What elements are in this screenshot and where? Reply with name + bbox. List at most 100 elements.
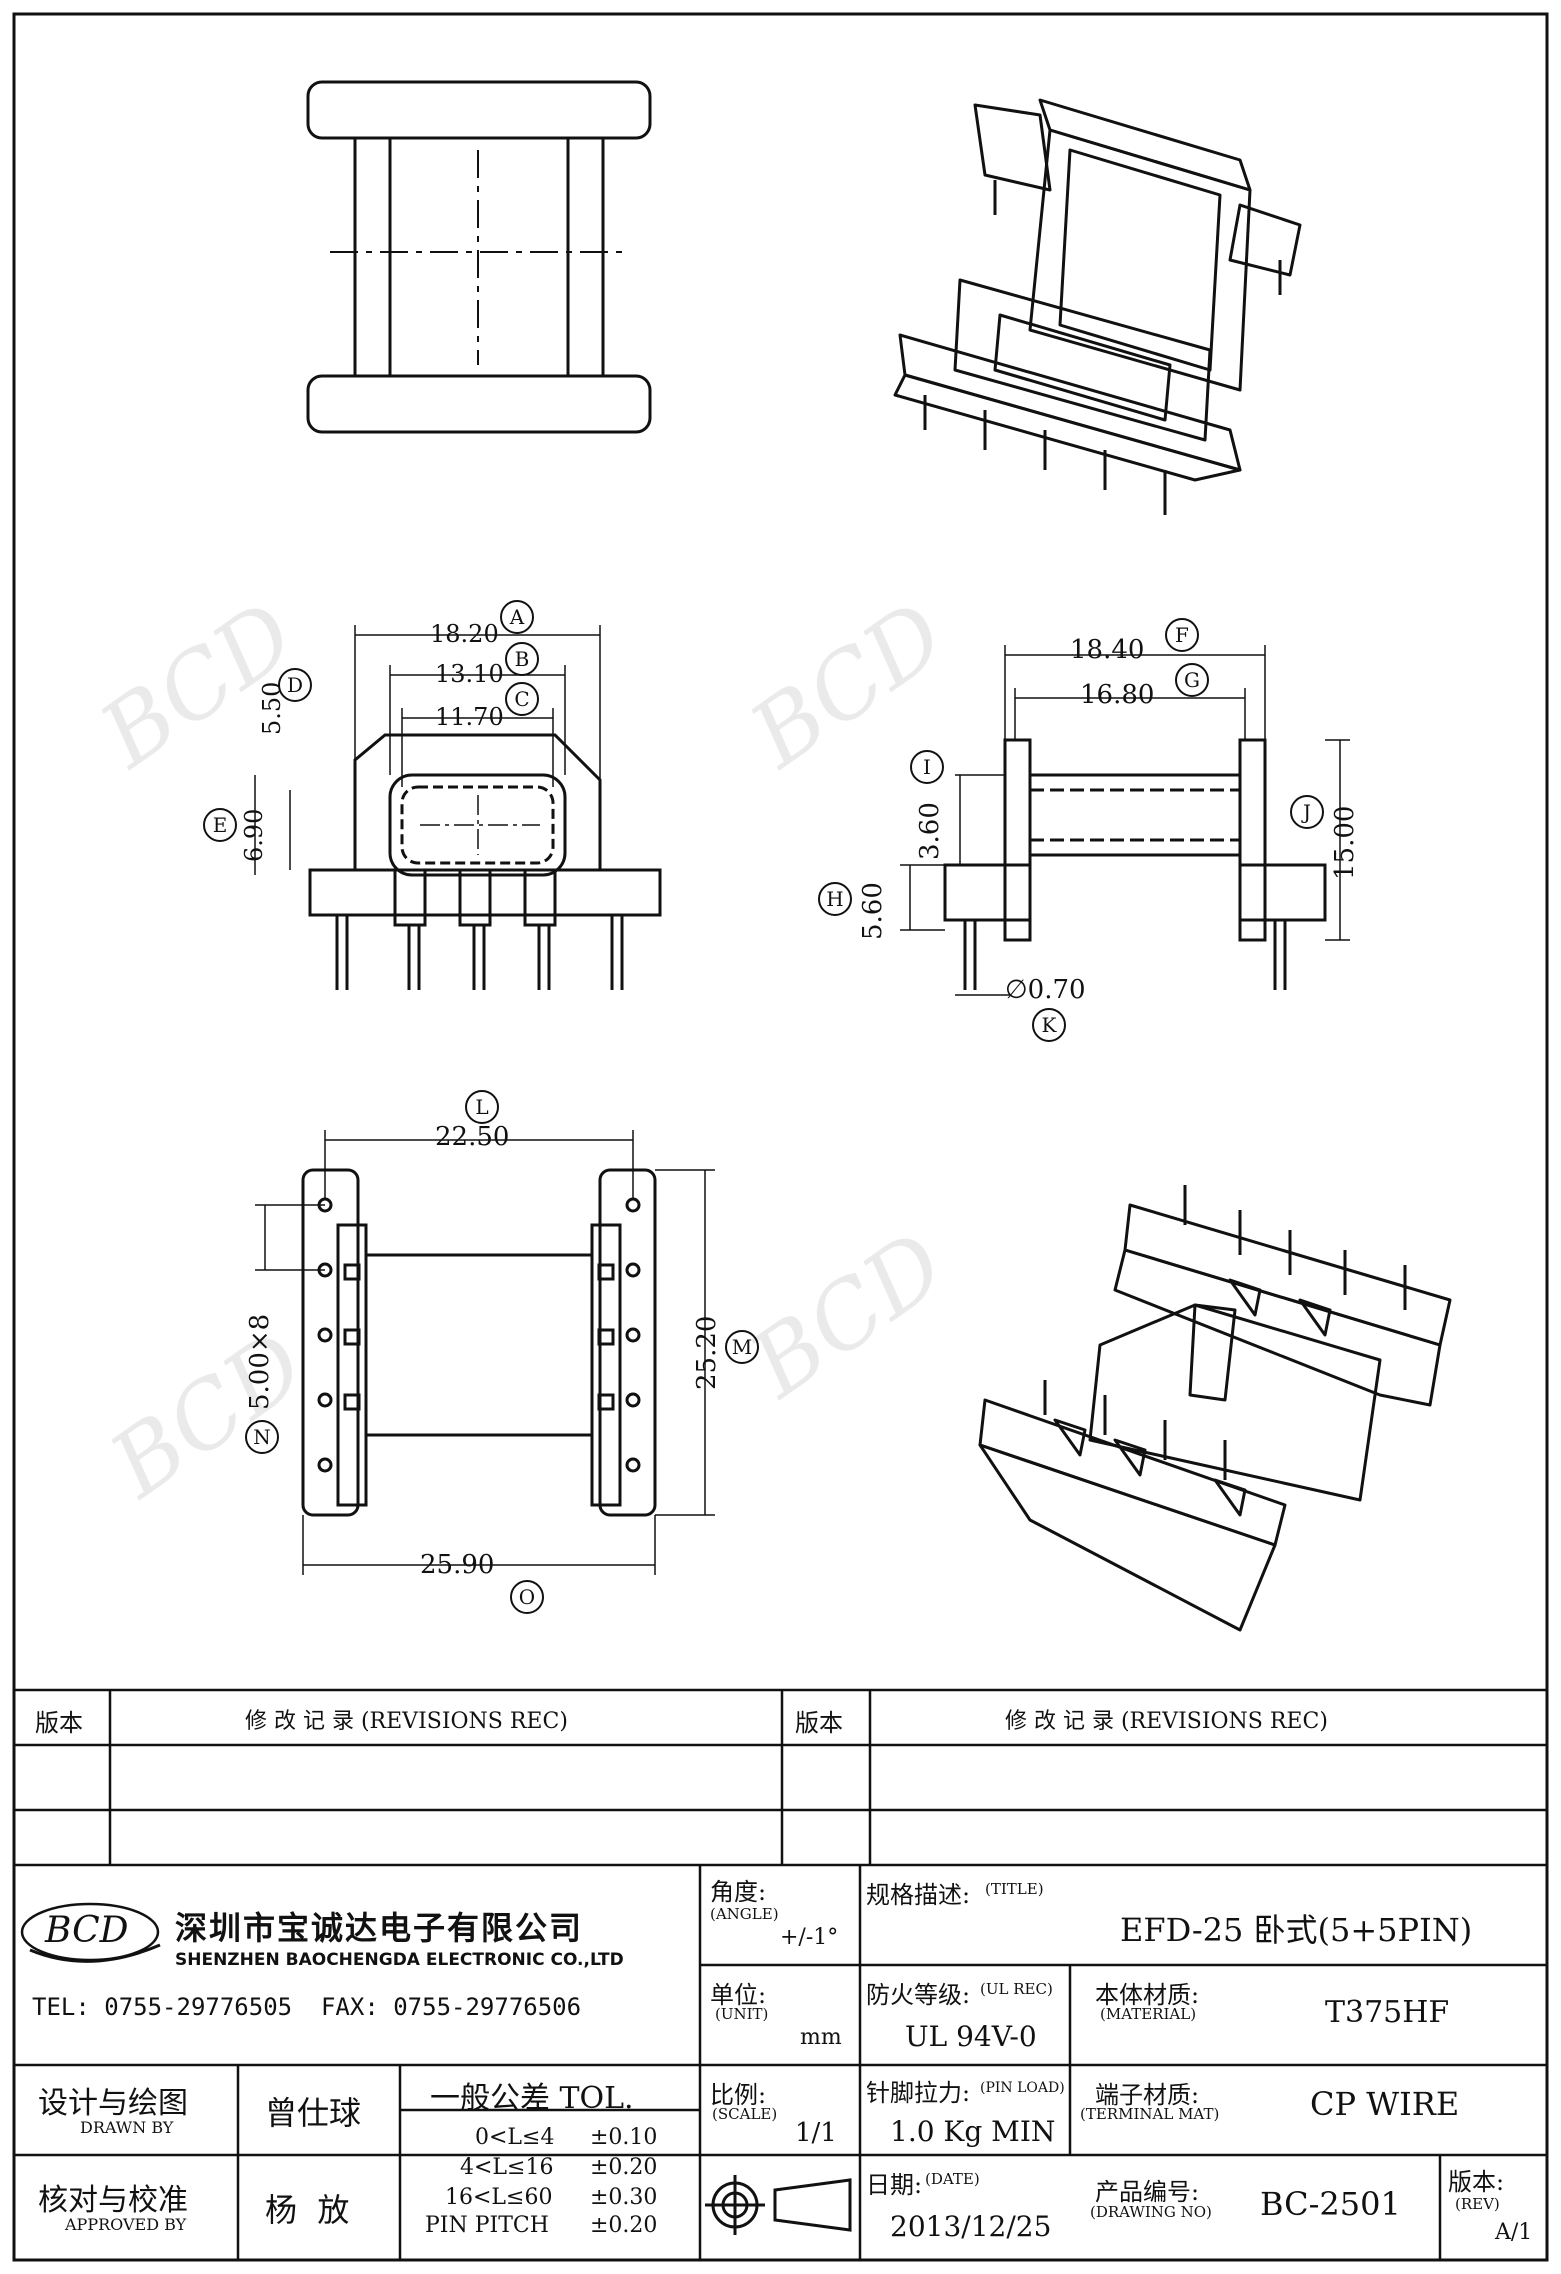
tol-value-1: ±0.20	[590, 2155, 658, 2180]
top-view	[306, 80, 652, 434]
side-view-dims	[900, 645, 1350, 996]
scale-label: 比例:	[710, 2081, 767, 2109]
bottom-view-dims	[255, 1130, 715, 1575]
designed-sub: DRAWN BY	[80, 2118, 174, 2137]
terminal-label: 端子材质:	[1095, 2081, 1200, 2109]
scale-sub: (SCALE)	[712, 2105, 778, 2123]
angle-sub: (ANGLE)	[710, 1905, 779, 1923]
tol-range-3: PIN PITCH	[425, 2213, 549, 2238]
rev-right-version-header: 版本	[795, 1709, 843, 1737]
dim-g-value: 16.80	[1080, 680, 1155, 710]
tol-value-2: ±0.30	[590, 2185, 658, 2210]
unit-sub: (UNIT)	[715, 2005, 769, 2023]
bottom-view	[301, 1168, 657, 1517]
dim-l-value: 22.50	[435, 1122, 510, 1152]
title-block-grid	[14, 1688, 1547, 2260]
approved-label: 核对与校准	[38, 2183, 188, 2218]
dim-e-value: 6.90	[240, 808, 268, 862]
dim-k-value: ∅0.70	[1005, 975, 1086, 1005]
title-label: 规格描述:	[866, 1881, 971, 1909]
approved-value: 杨 放	[265, 2191, 350, 2229]
company-logo	[20, 1902, 161, 1963]
scale-value: 1/1	[795, 2118, 837, 2148]
dim-i-value: 3.60	[915, 802, 945, 860]
material-label: 本体材质:	[1095, 1981, 1200, 2009]
front-view-dims	[254, 625, 601, 875]
company-name-en: SHENZHEN BAOCHENGDA ELECTRONIC CO.,LTD	[175, 1950, 624, 1970]
dim-f-value: 18.40	[1070, 635, 1145, 665]
dim-h-value: 5.60	[858, 882, 888, 940]
company-logo-text: BCD	[45, 1910, 129, 1951]
tol-range-0: 0<L≤4	[475, 2125, 555, 2150]
watermark: BCD BCD BCD BCD	[81, 582, 964, 1519]
dim-n-tag: N	[245, 1420, 279, 1454]
projection-symbol	[705, 2175, 852, 2235]
front-view	[308, 733, 662, 990]
dim-n-value: 5.00×8	[245, 1313, 275, 1410]
dim-j-value: 15.00	[1330, 805, 1360, 880]
dim-e-tag: E	[203, 808, 237, 842]
ul-value: UL 94V-0	[905, 2020, 1037, 2053]
dim-i-tag: I	[910, 750, 944, 784]
rev-value: A/1	[1495, 2220, 1533, 2245]
dim-b-tag: B	[505, 642, 539, 676]
dim-c-tag: C	[505, 682, 539, 716]
tol-range-2: 16<L≤60	[445, 2185, 553, 2210]
rev-right-record-header: 修 改 记 录 (REVISIONS REC)	[1005, 1709, 1328, 1734]
date-value: 2013/12/25	[890, 2210, 1052, 2243]
pinload-value: 1.0 Kg MIN	[890, 2115, 1056, 2148]
dim-j-tag: J	[1290, 795, 1324, 829]
dim-d-tag: D	[278, 668, 312, 702]
title-value: EFD-25 卧式(5+5PIN)	[1120, 1911, 1473, 1949]
rev-label: 版本:	[1448, 2168, 1505, 2196]
dim-h-tag: H	[818, 882, 852, 916]
tol-title: 一般公差 TOL.	[430, 2081, 634, 2116]
rev-sub: (REV)	[1455, 2195, 1500, 2213]
terminal-sub: (TERMINAL MAT)	[1080, 2105, 1220, 2123]
company-name-cn: 深圳市宝诚达电子有限公司	[175, 1909, 584, 1947]
dim-d-value: 5.50	[258, 681, 286, 735]
drawing-value: BC-2501	[1260, 2185, 1401, 2223]
unit-value: mm	[800, 2025, 842, 2050]
dim-a-value: 18.20	[430, 620, 499, 648]
dim-o-value: 25.90	[420, 1550, 495, 1580]
dim-m-tag: M	[725, 1330, 759, 1364]
angle-label: 角度:	[710, 1878, 767, 1906]
angle-value: +/-1°	[780, 1925, 839, 1950]
drawing-sub: (DRAWING NO)	[1090, 2203, 1212, 2221]
tol-value-0: ±0.10	[590, 2125, 658, 2150]
title-sub: (TITLE)	[985, 1880, 1044, 1898]
drawing-label: 产品编号:	[1095, 2178, 1200, 2206]
dim-a-tag: A	[500, 600, 534, 634]
svg-text:BCD: BCD	[731, 1212, 964, 1419]
date-sub: (DATE)	[925, 2170, 980, 2188]
rev-left-record-header: 修 改 记 录 (REVISIONS REC)	[245, 1709, 568, 1734]
dim-g-tag: G	[1175, 663, 1209, 697]
rev-left-version-header: 版本	[35, 1709, 83, 1737]
terminal-value: CP WIRE	[1310, 2085, 1460, 2123]
sheet-border	[12, 12, 1549, 2262]
approved-sub: APPROVED BY	[65, 2215, 187, 2234]
iso-view-top	[893, 98, 1302, 515]
dim-c-value: 11.70	[435, 703, 504, 731]
date-label: 日期:	[866, 2171, 923, 2199]
tol-range-1: 4<L≤16	[460, 2155, 554, 2180]
svg-text:BCD: BCD	[91, 1312, 324, 1519]
material-sub: (MATERIAL)	[1100, 2005, 1197, 2023]
pinload-label: 针脚拉力:	[866, 2079, 971, 2107]
ul-sub: (UL REC)	[980, 1980, 1053, 1998]
designed-label: 设计与绘图	[38, 2086, 188, 2121]
dim-k-tag: K	[1032, 1008, 1066, 1042]
pinload-sub: (PIN LOAD)	[980, 2080, 1065, 2096]
tol-value-3: ±0.20	[590, 2213, 658, 2238]
designed-value: 曾仕球	[265, 2094, 362, 2132]
dim-l-tag: L	[465, 1090, 499, 1124]
dim-b-value: 13.10	[435, 660, 504, 688]
dim-f-tag: F	[1165, 618, 1199, 652]
dim-m-value: 25.20	[692, 1315, 722, 1390]
dim-o-tag: O	[510, 1580, 544, 1614]
iso-view-bottom	[978, 1185, 1452, 1632]
unit-label: 单位:	[710, 1981, 767, 2009]
company-contact: TEL: 0755-29776505 FAX: 0755-29776506	[32, 1993, 582, 2021]
